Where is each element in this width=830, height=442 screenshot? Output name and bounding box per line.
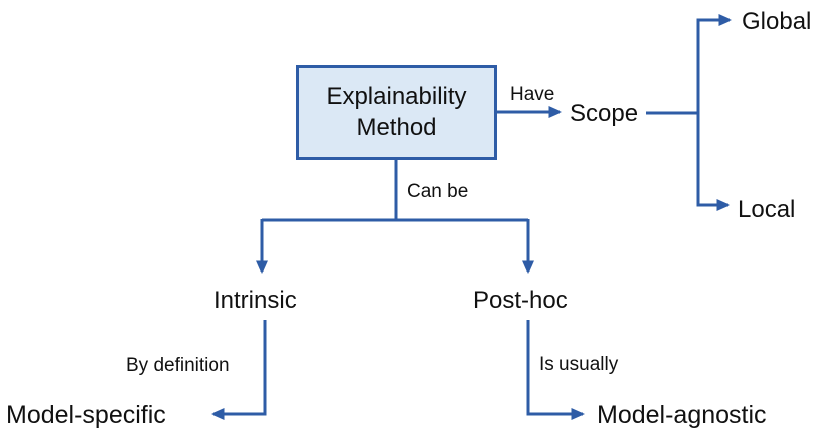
node-local: Local xyxy=(738,196,796,223)
node-model-specific: Model-specific xyxy=(6,401,166,429)
edge-label-have: Have xyxy=(510,84,555,105)
edge-label-is-usually: Is usually xyxy=(539,354,619,375)
edge-label-can-be: Can be xyxy=(407,181,469,202)
node-post-hoc: Post-hoc xyxy=(473,287,568,314)
node-scope: Scope xyxy=(570,100,639,127)
node-intrinsic: Intrinsic xyxy=(214,287,297,314)
edge-label-by-definition: By definition xyxy=(126,355,230,376)
node-explainability-method: Explainability Method xyxy=(296,65,497,160)
edge-posthoc-to-model-agnostic xyxy=(526,320,586,421)
edge-branch-to-global xyxy=(696,13,733,113)
edge-branch-to-local xyxy=(696,113,731,212)
node-model-agnostic: Model-agnostic xyxy=(597,401,767,429)
edge-intrinsic-to-model-specific xyxy=(210,320,267,421)
node-global: Global xyxy=(742,8,812,35)
